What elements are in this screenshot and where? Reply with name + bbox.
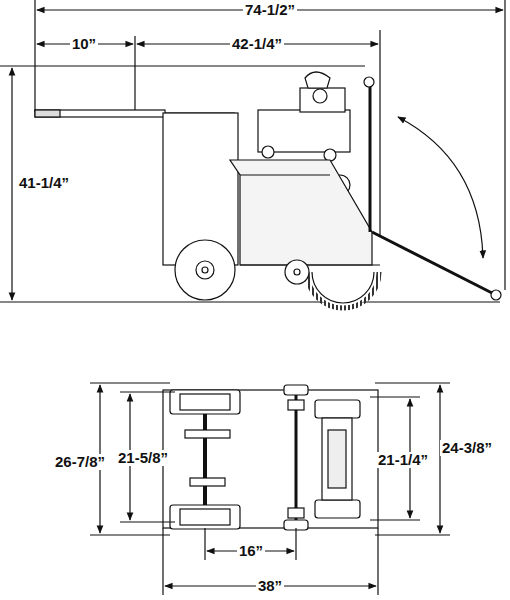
dimension-label: 26-7/8”: [53, 454, 107, 470]
dimension-label: 21-5/8”: [116, 450, 170, 466]
dimension-label: 21-1/4”: [376, 452, 430, 468]
dimension-label: 10”: [70, 36, 98, 52]
dimension-label: 24-3/8”: [440, 440, 494, 456]
dimension-label: 38”: [256, 578, 284, 594]
dimension-label: 42-1/4”: [230, 36, 284, 52]
dimension-label: 74-1/2”: [243, 2, 297, 18]
dimension-label: 41-1/4”: [17, 175, 71, 191]
dimension-label: 16”: [237, 543, 265, 559]
